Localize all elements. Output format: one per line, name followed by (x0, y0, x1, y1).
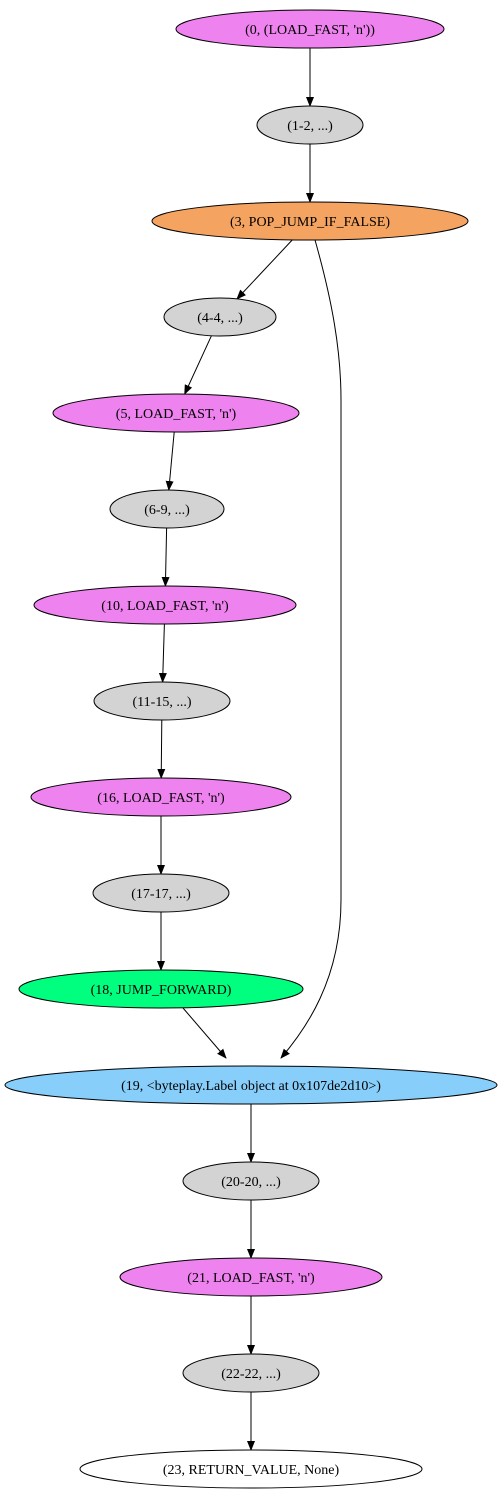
node-label: (3, POP_JUMP_IF_FALSE) (230, 215, 390, 230)
graph-node-n22: (22-22, ...) (182, 1353, 320, 1393)
edge-n3-n4 (236, 239, 293, 300)
graph-node-n23: (23, RETURN_VALUE, None) (79, 1449, 423, 1489)
nodes-layer: (0, (LOAD_FAST, 'n')) (1-2, ...) (3, POP_J… (4, 9, 498, 1489)
graph-node-n20: (20-20, ...) (182, 1161, 320, 1201)
node-label: (0, (LOAD_FAST, 'n')) (245, 23, 375, 38)
node-ellipse (256, 105, 364, 145)
node-ellipse (175, 9, 445, 49)
node-ellipse (18, 969, 304, 1009)
graph-node-n6: (6-9, ...) (109, 489, 225, 529)
node-ellipse (109, 489, 225, 529)
node-label: (5, LOAD_FAST, 'n') (116, 407, 237, 422)
graph-node-n10: (10, LOAD_FAST, 'n') (33, 585, 297, 625)
edges-layer (157, 48, 342, 1451)
node-label: (6-9, ...) (144, 503, 190, 518)
graph-node-n5: (5, LOAD_FAST, 'n') (52, 393, 300, 433)
graph-node-n17: (17-17, ...) (92, 873, 230, 913)
node-ellipse (182, 1353, 320, 1393)
node-label: (20-20, ...) (221, 1175, 281, 1190)
edge-n6-n10 (161, 527, 170, 587)
node-label: (21, LOAD_FAST, 'n') (187, 1271, 315, 1286)
node-ellipse (119, 1257, 383, 1297)
graph-node-n16: (16, LOAD_FAST, 'n') (30, 777, 292, 817)
node-ellipse (93, 681, 231, 721)
node-label: (23, RETURN_VALUE, None) (163, 1463, 340, 1478)
node-ellipse (52, 393, 300, 433)
node-label: (18, JUMP_FORWARD) (91, 983, 232, 998)
node-ellipse (163, 297, 277, 337)
node-ellipse (33, 585, 297, 625)
edge-n10-n11 (158, 623, 167, 683)
node-label: (16, LOAD_FAST, 'n') (97, 791, 225, 806)
node-ellipse (92, 873, 230, 913)
node-label: (11-15, ...) (133, 695, 192, 710)
edge-n18-n19 (182, 1007, 227, 1059)
graph-node-n4: (4-4, ...) (163, 297, 277, 337)
node-label: (19, <byteplay.Label object at 0x107de2d… (121, 1079, 381, 1094)
graph-node-n0: (0, (LOAD_FAST, 'n')) (175, 9, 445, 49)
node-ellipse (79, 1449, 423, 1489)
node-label: (1-2, ...) (287, 119, 333, 134)
graph-node-n3: (3, POP_JUMP_IF_FALSE) (151, 201, 469, 241)
edge-n5-n6 (165, 431, 175, 491)
node-label: (10, LOAD_FAST, 'n') (101, 599, 229, 614)
node-ellipse (151, 201, 469, 241)
node-ellipse (182, 1161, 320, 1201)
node-label: (22-22, ...) (221, 1367, 281, 1382)
node-ellipse (4, 1065, 498, 1105)
graph-node-n18: (18, JUMP_FORWARD) (18, 969, 304, 1009)
node-label: (4-4, ...) (197, 311, 243, 326)
edge-n4-n5 (184, 335, 212, 395)
edge-n3-n19 (280, 239, 342, 1059)
graph-node-n11: (11-15, ...) (93, 681, 231, 721)
graph-node-n21: (21, LOAD_FAST, 'n') (119, 1257, 383, 1297)
edge-n11-n16 (157, 719, 166, 779)
graph-node-n19: (19, <byteplay.Label object at 0x107de2d… (4, 1065, 498, 1105)
node-ellipse (30, 777, 292, 817)
graph-node-n1: (1-2, ...) (256, 105, 364, 145)
node-label: (17-17, ...) (131, 887, 191, 902)
